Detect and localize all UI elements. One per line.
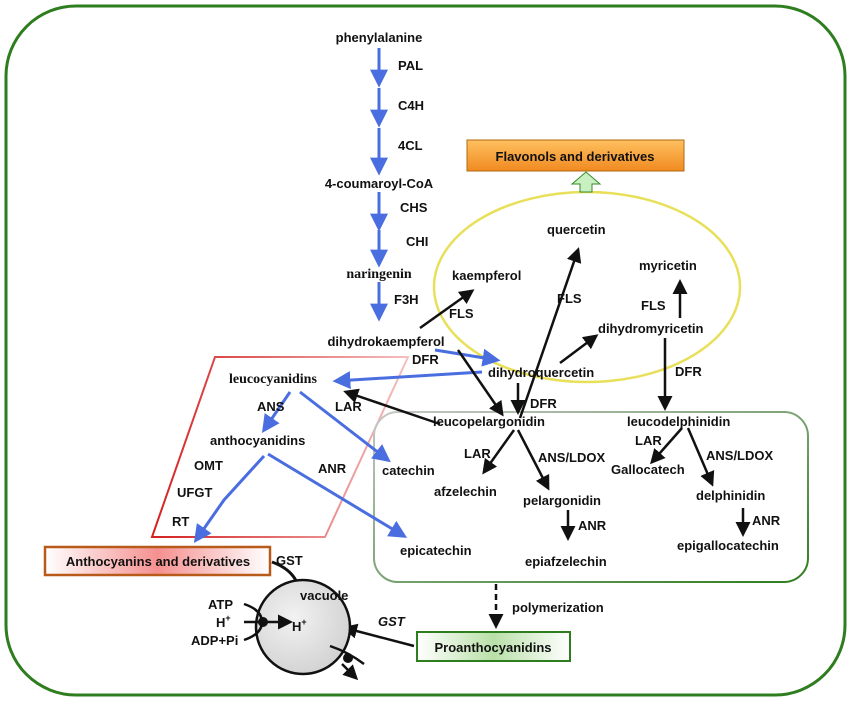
cell-outline [4,4,847,697]
enzyme-omt: OMT [194,458,223,473]
vacuole-label: vacuole [300,588,348,603]
arrow-dhq-to-leucocyanidins [332,370,483,390]
arrow-leucopelargonidin-to-leucocyanidins [343,388,441,426]
anthocyanin-region [150,356,410,538]
arrow-leucodelphinidin-to-gallocatech [650,427,683,465]
compound-pelargonidin: pelargonidin [523,493,601,508]
enzyme-anr-left: ANR [318,461,347,476]
label-gst-right: GST [378,614,406,629]
compound-naringenin: naringenin [346,267,412,282]
compound-4-coumaroyl-coa: 4-coumaroyl-CoA [325,176,434,191]
enzyme-dfr-center: DFR [530,396,557,411]
compound-dihydromyricetin: dihydromyricetin [598,321,704,336]
label-atp: ATP [208,597,233,612]
arrow-leucocyanidins-to-anthocyanidins [261,391,292,433]
vacuole-proton: H+ [292,617,307,634]
compound-epicatechin: epicatechin [400,543,472,558]
enzyme-ans-ldox-mid: ANS/LDOX [538,450,606,465]
arrow-dhk-to-dhq [434,348,501,367]
proanthocyanidin-region [373,411,809,583]
enzyme-dfr-right: DFR [675,364,702,379]
compound-kaempferol: kaempferol [452,268,521,283]
transporter-arc [329,644,365,666]
anthocyanins-box [43,545,272,577]
arrow-dhk-to-leucopelargonidin [456,349,504,417]
arrow-leucopelargonidin-to-pelargonidin [516,429,550,491]
compound-epiafzelechin: epiafzelechin [525,554,607,569]
compound-leucodelphinidin: leucodelphinidin [627,414,730,429]
compound-leucopelargonidin: leucopelargonidin [433,414,545,429]
arrow-leucopelargonidin-to-afzelechin [482,429,516,475]
compound-dihydrokaempferol: dihydrokaempferol [327,334,444,349]
enzyme-anr-right: ANR [752,513,781,528]
compound-epigallocatechin: epigallocatechin [677,538,779,553]
arrow-leucocyanidins-to-catechin [299,390,391,463]
enzyme-fls-kaempferol: FLS [449,306,474,321]
proanthocyanidins-box [416,631,571,662]
compound-dihydroquercetin: dihydroquercetin [488,365,594,380]
label-polymerization: polymerization [512,600,604,615]
arrow-proantho-to-vacuole [342,623,415,648]
vacuole [254,578,352,676]
transporter-arrow [341,663,359,681]
enzyme-fls-myricetin: FLS [641,298,666,313]
flavonol-ellipse [432,190,742,384]
label-adp-pi: ADP+Pi [191,633,238,648]
arrow-dhq-to-dihydromyricetin [559,334,599,364]
arrow-anthocyanidins-to-anthocyanins [193,454,266,543]
arrow-leucopelargonidin-to-dhq [518,247,582,419]
compound-afzelechin: afzelechin [434,484,497,499]
compound-phenylalanine: phenylalanine [336,30,423,45]
enzyme-f3h: F3H [394,292,419,307]
enzyme-pal: PAL [398,58,423,73]
label-h-left: H+ [216,613,231,630]
proanthocyanidins-box-label: Proanthocyanidins [434,640,551,655]
enzyme-4cl: 4CL [398,138,423,153]
arrow-anthocyanidins-to-epicatechin [267,452,408,538]
compound-gallocatech: Gallocatech [611,462,685,477]
enzyme-lar-mid: LAR [464,446,491,461]
compound-catechin: catechin [382,463,435,478]
enzyme-lar-left: LAR [335,399,362,414]
enzyme-anr-mid: ANR [578,518,607,533]
compound-delphinidin: delphinidin [696,488,765,503]
compound-quercetin: quercetin [547,222,606,237]
enzyme-chs: CHS [400,200,428,215]
compound-anthocyanidins: anthocyanidins [210,433,305,448]
arrow-leucodelphinidin-to-delphinidin [686,427,715,487]
enzyme-ufgt: UFGT [177,485,212,500]
anthocyanins-box-label: Anthocyanins and derivatives [66,554,250,569]
enzyme-fls-quercetin: FLS [557,291,582,306]
label-gst-top: GST [276,553,303,568]
enzyme-ans-left: ANS [257,399,285,414]
arrow-dhk-to-kaempferol [419,289,475,330]
flavonols-box-label: Flavonols and derivatives [496,149,655,164]
enzyme-rt: RT [172,514,189,529]
enzyme-dfr-left: DFR [412,352,439,367]
compound-leucocyanidins: leucocyanidins [229,372,317,387]
enzyme-c4h: C4H [398,98,424,113]
flavonol-export-arrow [570,171,602,193]
compound-myricetin: myricetin [639,258,697,273]
enzyme-ans-ldox-right: ANS/LDOX [706,448,774,463]
flavonols-box [466,139,685,172]
enzyme-chi: CHI [406,234,428,249]
enzyme-lar-right: LAR [635,433,662,448]
